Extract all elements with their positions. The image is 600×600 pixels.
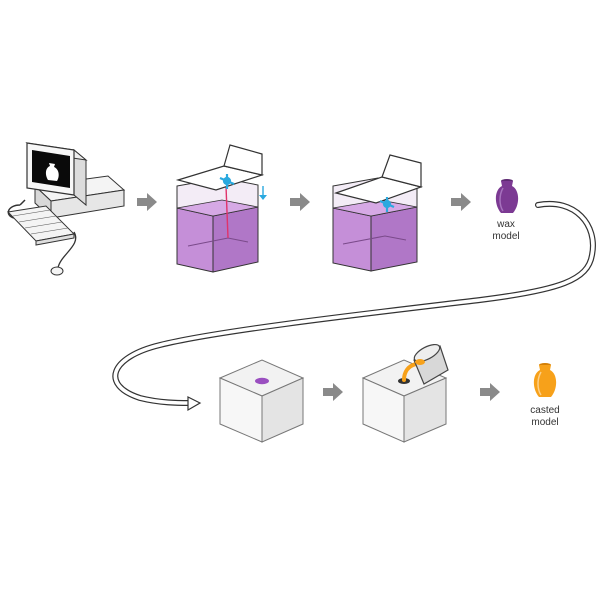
build-platform — [342, 235, 407, 245]
arrow-right-icon — [137, 193, 157, 211]
laser-icon — [219, 174, 235, 189]
casted-vase-icon — [533, 363, 557, 397]
tank-lid-back — [381, 154, 422, 188]
sprue-hole-icon — [255, 377, 269, 385]
block-right — [403, 377, 447, 443]
casted-model-label-line2: model — [531, 417, 559, 428]
wax-vase-icon — [495, 179, 519, 213]
molten-metal-stream — [402, 362, 418, 382]
wax-model-label-line2: model — [492, 231, 520, 242]
flow-connector-arrow — [112, 200, 596, 412]
computer-cable — [7, 199, 26, 219]
keyboard-edge — [35, 233, 75, 246]
arrow-right-icon — [451, 193, 471, 211]
tank-lid-back — [223, 144, 263, 176]
ladle-icon — [413, 343, 449, 385]
screen-vase-icon — [45, 163, 59, 181]
mouse-cable — [57, 231, 77, 269]
plaster-mold-pouring — [361, 343, 449, 443]
block-right — [261, 377, 304, 443]
resin-front — [176, 207, 214, 273]
resin-tank-laser-stage — [175, 144, 267, 273]
plaster-mold-block — [218, 359, 305, 443]
arrow-right-icon — [290, 193, 310, 211]
resin-top — [176, 199, 259, 217]
laser-beam — [225, 185, 229, 239]
keyboard-keys — [12, 209, 69, 235]
arrow-right-icon — [323, 383, 343, 401]
casted-model-label: casted model — [505, 405, 585, 429]
arrow-right-icon — [480, 383, 500, 401]
computer-icon — [6, 142, 126, 276]
wax-model-label: wax model — [466, 219, 546, 243]
resin-tank-lowered-stage — [332, 154, 424, 272]
wax-model-label-line1: wax — [497, 219, 515, 230]
resin-top — [332, 199, 418, 217]
laser-icon — [379, 197, 395, 212]
casted-model-label-line1: casted — [530, 405, 560, 416]
mouse-icon — [50, 266, 64, 276]
connector-arrowhead — [187, 396, 202, 412]
resin-side — [370, 206, 418, 272]
down-arrow-icon — [259, 186, 267, 200]
